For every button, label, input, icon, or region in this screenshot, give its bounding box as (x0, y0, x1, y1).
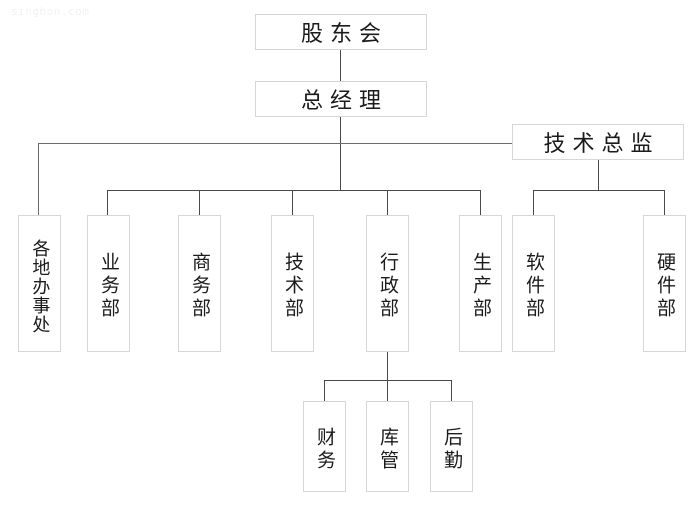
node-business-dept[interactable]: 业务部 (87, 215, 130, 352)
node-logistics[interactable]: 后勤 (430, 401, 473, 492)
node-finance[interactable]: 财务 (303, 401, 346, 492)
node-production-dept[interactable]: 生产部 (459, 215, 502, 352)
connector-gm-to-tech-director-bus (38, 143, 512, 144)
node-general-manager[interactable]: 总经理 (255, 81, 427, 117)
node-hardware-dept[interactable]: 硬件部 (643, 215, 686, 352)
connector-drop-warehouse (387, 380, 388, 401)
connector-gm-stem (340, 116, 341, 190)
connector-drop-business (107, 190, 108, 215)
connector-admin-stem (387, 352, 388, 380)
connector-drop-commerce (199, 190, 200, 215)
connector-drop-local-offices (38, 143, 39, 215)
connector-drop-logistics (451, 380, 452, 401)
connector-department-bus (107, 190, 480, 191)
node-technical-dept[interactable]: 技术部 (271, 215, 314, 352)
connector-drop-software (533, 190, 534, 215)
node-tech-director[interactable]: 技术总监 (512, 124, 684, 160)
connector-drop-admin (387, 190, 388, 215)
connector-drop-production (480, 190, 481, 215)
node-admin-dept[interactable]: 行政部 (366, 215, 409, 352)
node-warehouse[interactable]: 库管 (366, 401, 409, 492)
connector-drop-hardware (664, 190, 665, 215)
connector-drop-technical (292, 190, 293, 215)
watermark-text: singbon.com (11, 5, 90, 18)
node-shareholders[interactable]: 股东会 (255, 14, 427, 50)
node-commerce-dept[interactable]: 商务部 (178, 215, 221, 352)
connector-drop-finance (324, 380, 325, 401)
node-local-offices[interactable]: 各地办事处 (18, 215, 61, 352)
connector-tech-director-bus (533, 190, 664, 191)
node-software-dept[interactable]: 软件部 (512, 215, 555, 352)
connector-shareholders-to-gm (340, 49, 341, 81)
connector-tech-director-stem (598, 160, 599, 190)
